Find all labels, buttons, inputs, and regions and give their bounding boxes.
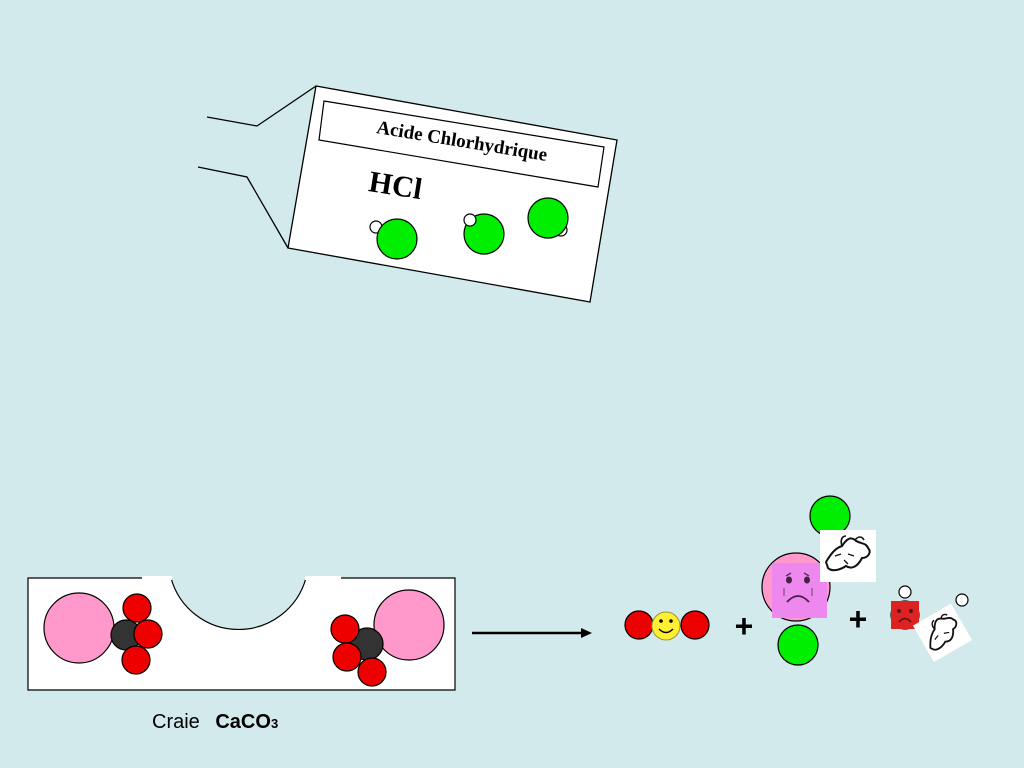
- cacl2-molecule: [761, 495, 876, 666]
- chalk-caption: Craie CaCO3: [152, 711, 278, 733]
- hcl-molecule: [527, 197, 569, 239]
- sad-face-icon: [891, 601, 919, 629]
- arrow-head: [581, 628, 592, 638]
- hcl-formula: HCl: [367, 165, 425, 206]
- chlorine-atom: [376, 218, 418, 260]
- oxygen-atom: [332, 642, 362, 672]
- oxygen-atom: [121, 645, 151, 675]
- plus-sign: +: [735, 608, 754, 644]
- caco3-unit: [330, 589, 445, 687]
- chalk-gap: [142, 576, 172, 580]
- chlorine-atom: [527, 197, 569, 239]
- reaction-arrow: [472, 628, 592, 638]
- hand-doodle-icon: [820, 530, 876, 582]
- plus-sign: +: [849, 601, 868, 637]
- bottle-neck-lower: [197, 166, 289, 249]
- chalk-gap: [305, 576, 341, 580]
- chalk-block: [27, 576, 456, 691]
- hydrogen-atom: [463, 213, 477, 227]
- smiley-face-icon: [651, 611, 681, 641]
- hcl-molecule: [463, 213, 505, 255]
- oxygen-atom: [330, 614, 360, 644]
- bottle-label-frame: [318, 100, 605, 188]
- caco3-unit: [43, 592, 163, 675]
- sad-face-icon: [772, 563, 827, 618]
- hydrogen-atom: [955, 593, 969, 607]
- oxygen-atom: [624, 610, 654, 640]
- chlorine-atom: [777, 624, 819, 666]
- chalk-formula-subscript: 3: [271, 716, 278, 731]
- calcium-atom: [373, 589, 445, 661]
- acid-bottle: Acide Chlorhydrique HCl: [197, 85, 618, 303]
- chalk-caption-word: Craie: [152, 711, 200, 733]
- hand-doodle-icon: [912, 603, 973, 663]
- hcl-molecule: [369, 218, 418, 260]
- oxygen-atom: [122, 593, 152, 623]
- co2-molecule: [624, 610, 710, 641]
- hydrogen-atom: [898, 585, 912, 599]
- oxygen-atom: [680, 610, 710, 640]
- bottle-body: [287, 85, 618, 303]
- oxygen-atom: [357, 657, 387, 687]
- calcium-atom: [43, 592, 115, 664]
- chalk-formula: CaCO: [215, 711, 271, 733]
- oxygen-atom: [133, 619, 163, 649]
- bottle-neck-upper: [206, 85, 317, 127]
- h2o-molecule: [890, 585, 973, 663]
